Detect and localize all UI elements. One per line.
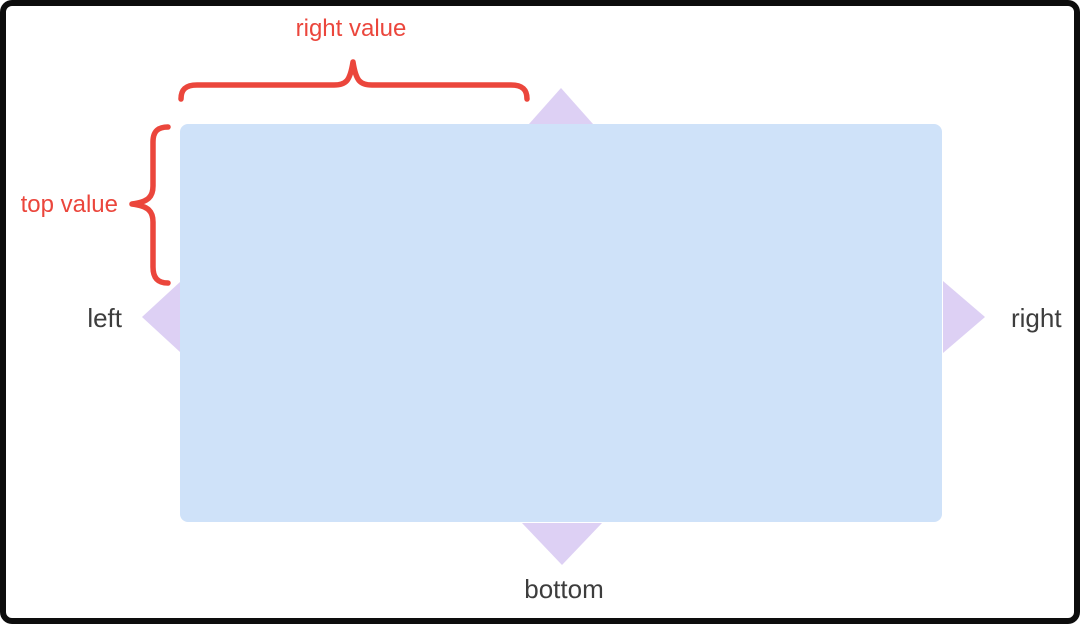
positioned-element-box — [180, 124, 942, 522]
vertical-curly-brace-icon — [129, 124, 171, 286]
arrow-right-icon — [943, 281, 985, 353]
arrow-up-icon — [529, 88, 593, 124]
arrow-down-icon — [522, 523, 602, 565]
arrow-left-icon — [142, 282, 180, 352]
horizontal-curly-brace-icon — [178, 59, 530, 102]
right-value-annotation: right value — [295, 15, 407, 42]
left-side-label: left — [87, 303, 122, 333]
top-value-annotation: top value — [20, 191, 118, 218]
right-side-label: right — [1011, 303, 1062, 333]
bottom-side-label: bottom — [524, 574, 604, 604]
